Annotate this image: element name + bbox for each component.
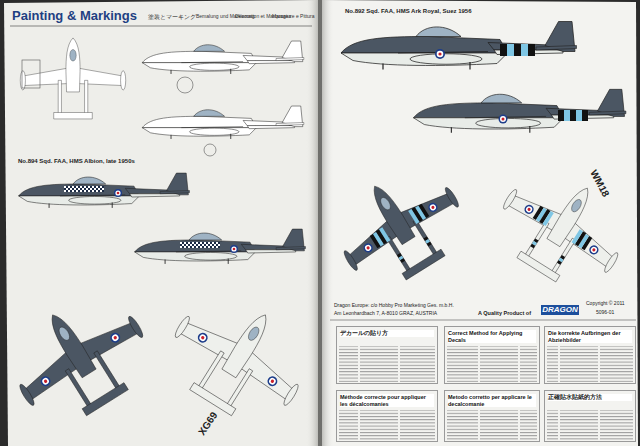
panel-heading: Correct Method for Applying Decals [448,330,536,343]
albion-upper-plan [0,279,165,438]
suez-upper-plan [321,153,478,301]
instruction-panel: 正確貼水貼紙的方法 [544,390,636,442]
title-rule [10,26,312,27]
suez-lower-plan [483,155,640,303]
suez-side-profiles [341,22,626,133]
sheet-label: No.894 Sqd. FAA, HMS Albion, late 1950s [18,158,135,165]
sheet-label: 塗装とマーキング [148,14,196,20]
line-drawings [20,38,304,156]
instruction-panel: デカールの貼り方 [336,326,438,384]
sheet-title: Painting & Markings [12,9,137,24]
sheet-label: A Quality Product of [478,310,531,316]
brand-logo: DRAGON [538,302,582,318]
instruction-panel: Metodo corretto per applicare le decalco… [444,390,540,442]
panel-heading: 正確貼水貼紙的方法 [548,394,632,401]
panel-heading: Die korrekte Aufbringen der Abziehbilder [548,330,632,343]
sheet-label: Copyright © 2011 [586,301,625,307]
sheet-label: Marcature e Pittura [272,14,315,20]
instruction-panel: Die korrekte Aufbringen der Abziehbilder [544,326,636,384]
sheet-label: 5096-01 [596,310,614,316]
right-page [322,0,638,446]
sheet-label: No.892 Sqd. FAA, HMS Ark Royal, Suez 195… [345,8,471,15]
instruction-panel: Méthode correcte pour appliquer les déca… [336,390,438,442]
albion-side-profiles [19,173,306,264]
instruction-panel: Correct Method for Applying Decals [444,326,540,384]
decal-instruction-text [339,346,633,440]
sheet-label: Dragon Europe: c/o Hobby Pro Marketing G… [334,303,454,309]
footer-rule [330,320,636,321]
page-fold [306,0,334,446]
panel-heading: Metodo corretto per applicare le decalco… [448,394,536,407]
sheet-label: Am Leonhardbach 7, A-8010 GRAZ, AUSTRIA [334,311,437,317]
brand-name: DRAGON [541,305,579,315]
panel-heading: デカールの貼り方 [340,330,434,337]
albion-lower-plan [153,279,322,438]
panel-heading: Méthode correcte pour appliquer les déca… [340,394,434,407]
